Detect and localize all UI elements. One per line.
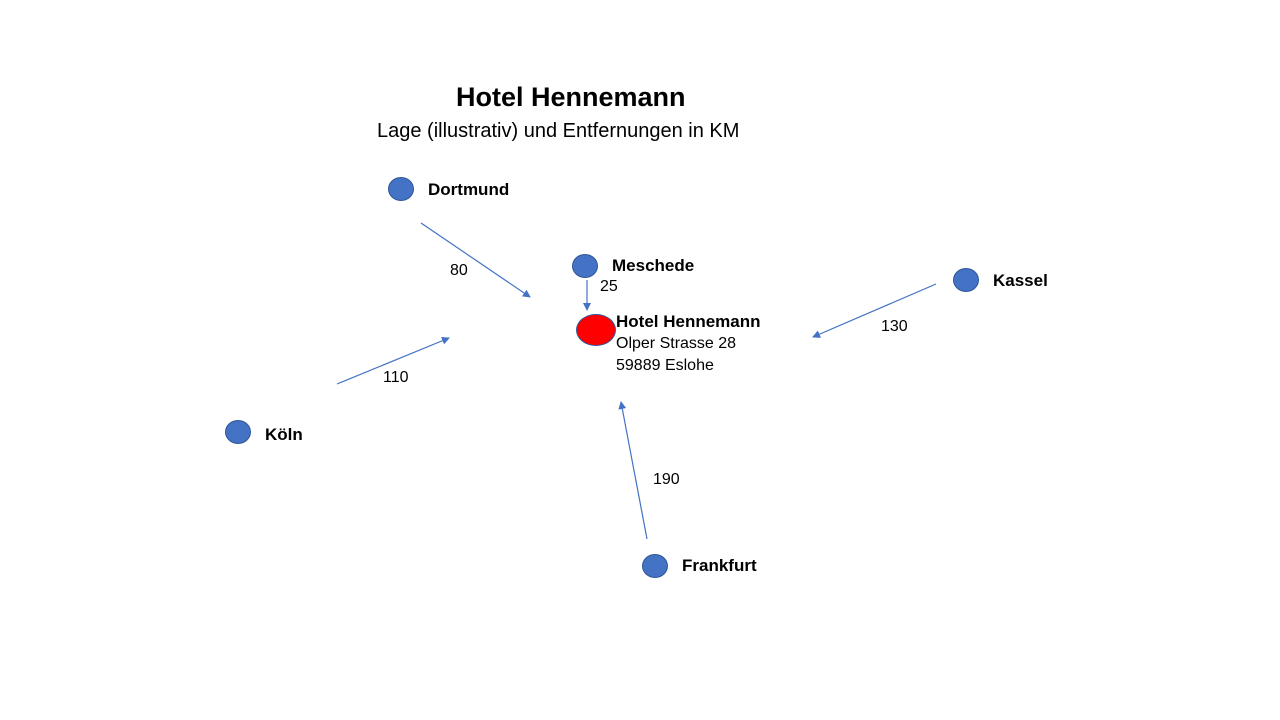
meschede-marker: [572, 254, 598, 278]
arrow-kassel: [812, 283, 937, 338]
city-label-koeln: Köln: [265, 425, 303, 444]
arrow-frankfurt: [618, 401, 648, 540]
distance-frankfurt: 190: [653, 471, 680, 488]
hotel-city: 59889 Eslohe: [616, 357, 714, 374]
page-title: Hotel Hennemann: [456, 82, 686, 112]
city-label-dortmund: Dortmund: [428, 180, 510, 199]
city-label-frankfurt: Frankfurt: [682, 556, 757, 575]
distance-kassel: 130: [881, 318, 908, 335]
distance-dortmund: 80: [450, 262, 468, 279]
city-label-meschede: Meschede: [612, 256, 695, 275]
hotel-marker: [576, 314, 616, 346]
hotel-name: Hotel Hennemann: [616, 312, 761, 331]
page-subtitle: Lage (illustrativ) und Entfernungen in K…: [377, 120, 740, 142]
dortmund-marker: [388, 177, 414, 201]
hotel-street: Olper Strasse 28: [616, 335, 737, 352]
arrow-koeln: [336, 336, 450, 385]
distance-meschede: 25: [600, 278, 618, 295]
frankfurt-marker: [642, 554, 668, 578]
city-label-kassel: Kassel: [993, 271, 1048, 290]
distance-koeln: 110: [383, 369, 409, 386]
arrow-dortmund: [420, 222, 531, 298]
koeln-marker: [225, 420, 251, 444]
kassel-marker: [953, 268, 979, 292]
